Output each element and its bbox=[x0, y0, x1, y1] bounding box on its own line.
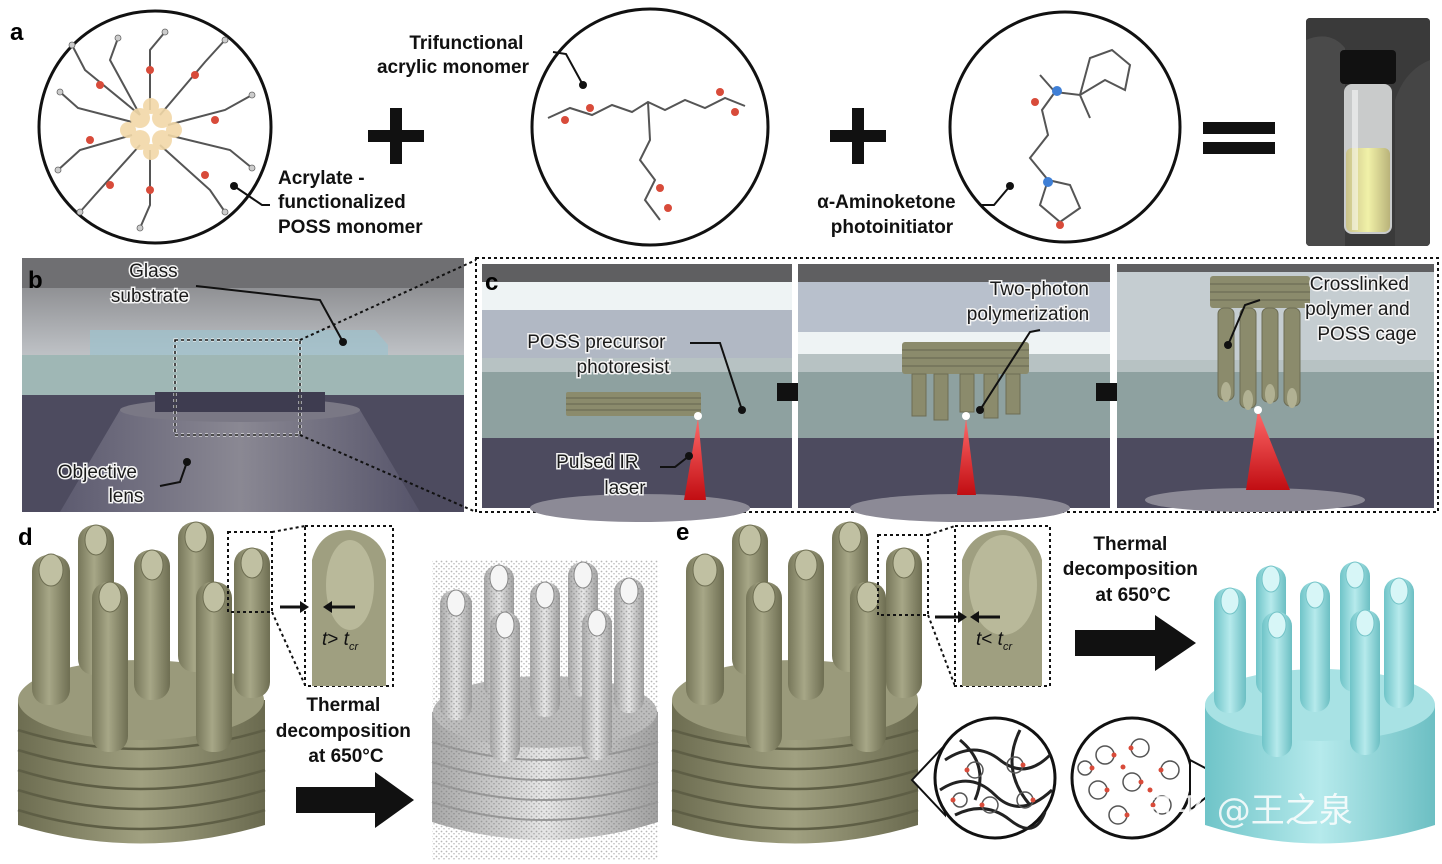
arrow-e bbox=[1075, 615, 1196, 671]
poss-monomer-molecule bbox=[37, 9, 273, 245]
thermal-label-d: Thermal decomposition at 650°C bbox=[276, 695, 416, 767]
laser-leader-line bbox=[660, 452, 693, 468]
panel-label-e: e bbox=[676, 519, 689, 546]
vial-photo bbox=[1306, 18, 1430, 246]
panel-c-scene-2 bbox=[798, 264, 1110, 522]
inset-zoom-lines-e bbox=[927, 525, 956, 687]
glass-leader-line bbox=[195, 285, 347, 346]
thermal-label-e: Thermal decomposition at 650°C bbox=[1063, 534, 1203, 606]
photoinitiator-leader-line bbox=[980, 182, 1014, 206]
glass-substrate-label: Glass substrate bbox=[111, 261, 189, 307]
equals-sign bbox=[1203, 122, 1275, 154]
polymer-structure-d bbox=[17, 521, 270, 844]
poss-leader-line bbox=[230, 182, 270, 206]
photoinitiator-molecule bbox=[948, 10, 1182, 244]
plus-sign-2 bbox=[830, 108, 886, 164]
inset-box-small-d bbox=[227, 531, 273, 613]
inset-zoom-lines-d bbox=[271, 525, 306, 686]
trifunctional-leader-line bbox=[552, 51, 587, 89]
panel-label-d: d bbox=[18, 524, 33, 551]
zoom-lines bbox=[299, 259, 477, 513]
silica-structure bbox=[1205, 561, 1435, 844]
polymer-structure-e bbox=[671, 521, 922, 844]
trifunctional-monomer-molecule bbox=[530, 7, 770, 247]
poss-precursor-label: POSS precursor photoresist bbox=[527, 332, 671, 378]
porous-structure bbox=[431, 560, 659, 860]
inset-box-small-e bbox=[877, 534, 929, 616]
trifunctional-monomer-label: Trifunctional acrylic monomer bbox=[377, 33, 530, 78]
zoom-box-b-outline bbox=[174, 339, 301, 436]
polymer-network-inset bbox=[910, 716, 1057, 840]
panel-label-b: b bbox=[28, 267, 43, 294]
thickness-condition-e: t< tcr bbox=[976, 629, 1013, 653]
panel-label-a: a bbox=[10, 19, 24, 46]
photoinitiator-label: α-Aminoketone photoinitiator bbox=[817, 192, 961, 238]
watermark: 知乎 @王之泉 bbox=[1138, 791, 1353, 831]
crosslinked-label: Crosslinked polymer and POSS cage bbox=[1305, 274, 1417, 345]
arrow-d bbox=[296, 772, 414, 828]
pulsed-laser-label: Pulsed IR laser bbox=[556, 452, 646, 499]
thickness-condition-d: t> tcr bbox=[322, 629, 359, 653]
precursor-leader-line bbox=[690, 342, 746, 414]
panel-label-c: c bbox=[485, 269, 498, 296]
plus-sign-1 bbox=[368, 108, 424, 164]
objective-leader-line bbox=[159, 458, 191, 487]
panel-b-scene bbox=[22, 258, 464, 512]
objective-lens-label: Objective lens bbox=[58, 462, 144, 507]
panel-c-scene-3 bbox=[1117, 264, 1434, 512]
inset-e bbox=[935, 525, 1051, 687]
inset-d bbox=[280, 525, 394, 687]
panel-c-frame bbox=[475, 257, 1439, 513]
crosslinked-leader-line bbox=[1224, 299, 1261, 349]
tpp-leader-line bbox=[976, 329, 1041, 414]
poss-monomer-label: Acrylate - functionalized POSS monomer bbox=[278, 168, 423, 238]
two-photon-label: Two-photon polymerization bbox=[967, 279, 1095, 325]
panel-c-scene-1 bbox=[482, 264, 792, 522]
